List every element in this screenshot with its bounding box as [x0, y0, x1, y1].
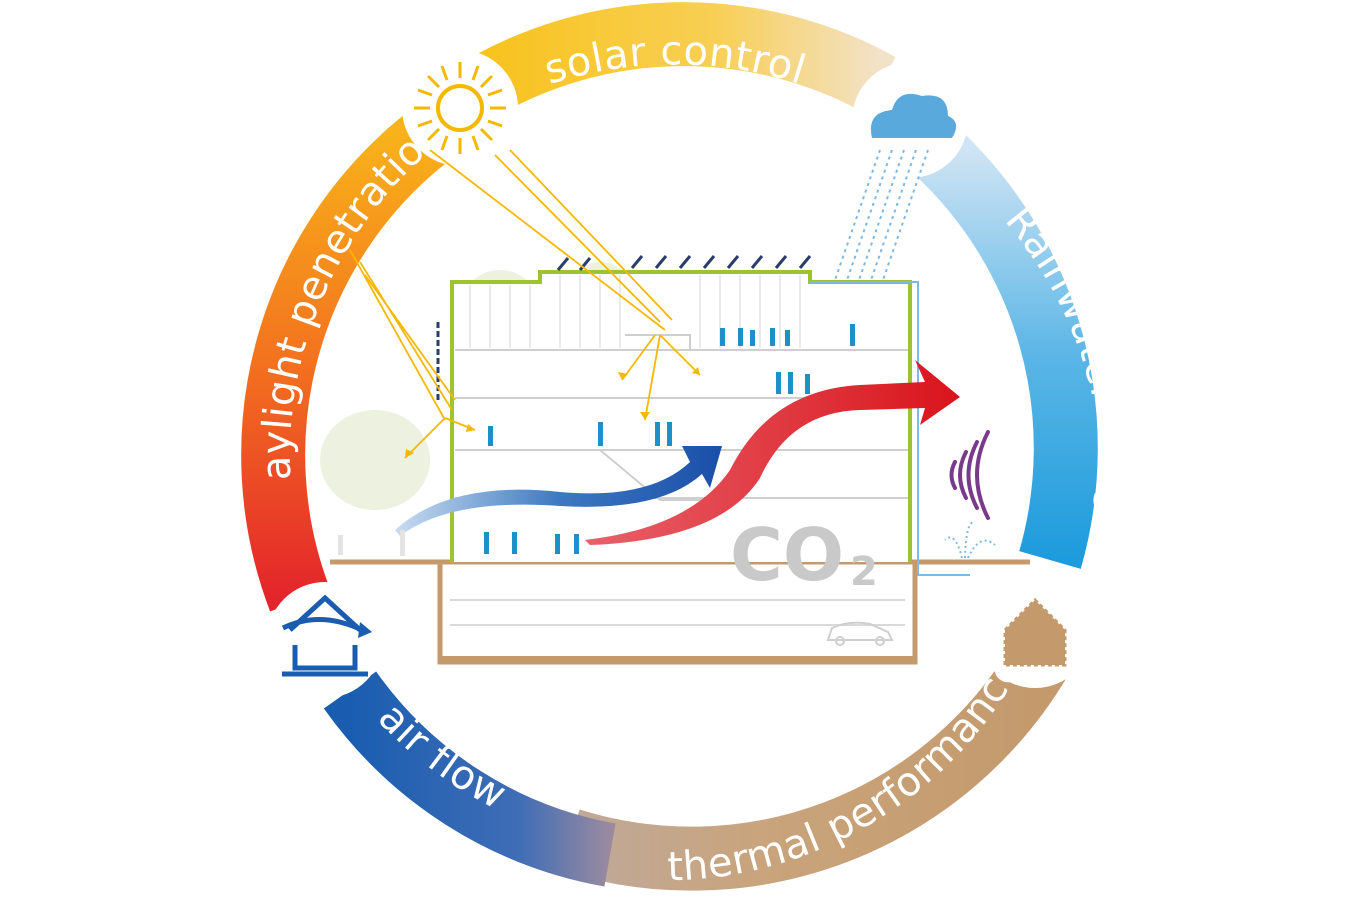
ring-segment-thermal: [560, 643, 1068, 891]
solar-panels: [556, 255, 812, 271]
people: [484, 324, 855, 554]
outdoor-figures: [338, 530, 405, 556]
wifi-signal-icon: [949, 430, 990, 520]
airflow-blue-arrow: [395, 446, 722, 536]
cycle-ring: [241, 2, 1098, 891]
car-icon: [826, 621, 894, 646]
airflow-red-arrow: [585, 360, 960, 545]
sun-ray-arrowheads: [405, 367, 700, 458]
ring-segment-daylight: [241, 109, 450, 612]
building-section: [437, 270, 970, 665]
co2-subscript: 2: [850, 549, 878, 595]
co2-label: CO: [730, 513, 844, 597]
sprinkler-icon: [944, 520, 996, 559]
ring-segment-solar-control: [453, 2, 896, 123]
thermal-house-icon: [977, 572, 1093, 688]
rain-lines: [834, 149, 929, 281]
rain-cloud-icon: [852, 62, 968, 178]
airflow-house-icon: [267, 582, 383, 698]
sun-rays: [349, 149, 701, 459]
ring-segment-rainwater: [913, 126, 1098, 569]
sun-icon: [402, 50, 518, 166]
ring-segment-airflow: [323, 671, 616, 887]
